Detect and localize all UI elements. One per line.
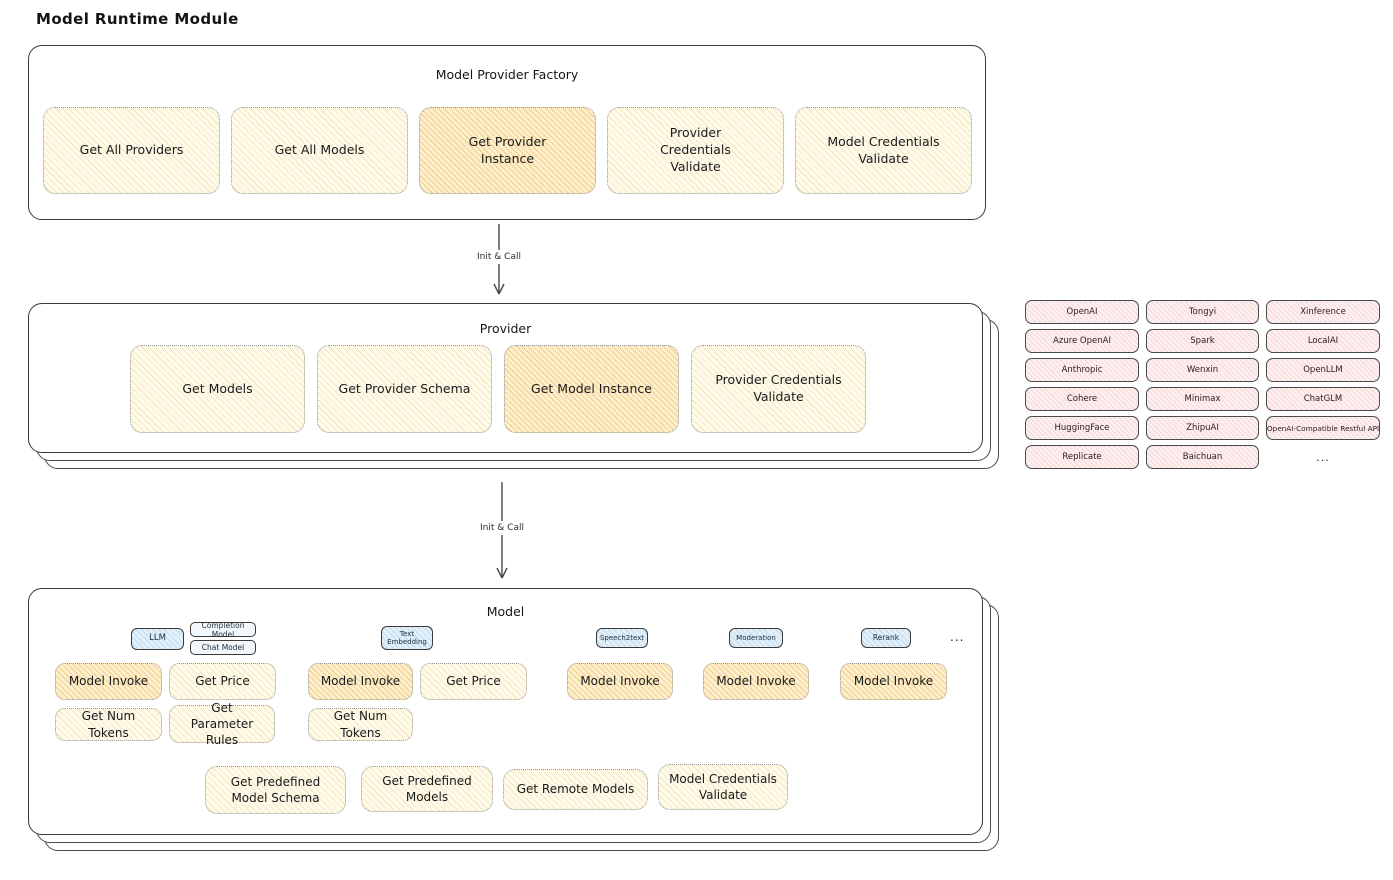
provider-title: Provider bbox=[479, 321, 532, 336]
provider-item-xinference: Xinference bbox=[1266, 300, 1380, 324]
card-get-predefined-models: Get Predefined Models bbox=[361, 766, 493, 812]
card-provider-credentials-validate-2: Provider Credentials Validate bbox=[691, 345, 866, 433]
card-get-models: Get Models bbox=[130, 345, 305, 433]
provider-item-cohere: Cohere bbox=[1025, 387, 1139, 411]
provider-item-spark: Spark bbox=[1146, 329, 1259, 353]
provider-item-openai: OpenAI bbox=[1025, 300, 1139, 324]
provider-item-openai-compatible-restful-api: OpenAI-Compatible Restful API bbox=[1266, 416, 1380, 440]
card-get-predefined-model-schema: Get Predefined Model Schema bbox=[205, 766, 346, 814]
provider-item-chatglm: ChatGLM bbox=[1266, 387, 1380, 411]
provider-item-anthropic: Anthropic bbox=[1025, 358, 1139, 382]
model-title: Model bbox=[486, 604, 525, 619]
card-get-provider-schema: Get Provider Schema bbox=[317, 345, 492, 433]
card-get-all-providers: Get All Providers bbox=[43, 107, 220, 194]
tag-rerank: Rerank bbox=[861, 628, 911, 648]
card-get-price-text-embedding: Get Price bbox=[420, 663, 527, 700]
card-get-model-instance: Get Model Instance bbox=[504, 345, 679, 433]
card-model-invoke-llm: Model Invoke bbox=[55, 663, 162, 700]
tag-moderation: Moderation bbox=[729, 628, 783, 648]
card-get-num-tokens-llm: Get Num Tokens bbox=[55, 708, 162, 741]
provider-item-localai: LocalAI bbox=[1266, 329, 1380, 353]
arrow-label-init-call-2: Init & Call bbox=[462, 521, 542, 535]
card-get-provider-instance: Get Provider Instance bbox=[419, 107, 596, 194]
card-model-invoke-text-embedding: Model Invoke bbox=[308, 663, 413, 700]
provider-list: OpenAI Tongyi Xinference Azure OpenAI Sp… bbox=[1025, 300, 1380, 469]
provider-item-zhipuai: ZhipuAI bbox=[1146, 416, 1259, 440]
provider-item-huggingface: HuggingFace bbox=[1025, 416, 1139, 440]
provider-item-baichuan: Baichuan bbox=[1146, 445, 1259, 469]
card-model-invoke-moderation: Model Invoke bbox=[703, 663, 809, 700]
factory-title: Model Provider Factory bbox=[435, 67, 579, 82]
arrow-label-init-call-1: Init & Call bbox=[459, 250, 539, 264]
card-model-invoke-rerank: Model Invoke bbox=[840, 663, 947, 700]
provider-item-openllm: OpenLLM bbox=[1266, 358, 1380, 382]
card-model-invoke-speech2text: Model Invoke bbox=[567, 663, 673, 700]
card-get-num-tokens-text-embedding: Get Num Tokens bbox=[308, 708, 413, 741]
card-model-credentials-validate-2: Model Credentials Validate bbox=[658, 764, 788, 810]
tag-text-embedding: Text Embedding bbox=[381, 626, 433, 650]
provider-item-minimax: Minimax bbox=[1146, 387, 1259, 411]
card-get-parameter-rules: Get Parameter Rules bbox=[169, 701, 275, 747]
provider-item-tongyi: Tongyi bbox=[1146, 300, 1259, 324]
card-provider-credentials-validate: Provider Credentials Validate bbox=[607, 107, 784, 194]
tag-completion-model: Completion Model bbox=[190, 621, 256, 639]
card-get-price-llm: Get Price bbox=[169, 663, 276, 700]
card-get-all-models: Get All Models bbox=[231, 107, 408, 194]
tag-llm: LLM bbox=[131, 628, 184, 650]
tag-chat-model: Chat Model bbox=[190, 640, 256, 655]
tag-speech2text: Speech2text bbox=[596, 628, 648, 648]
provider-list-more-ellipsis: ... bbox=[1316, 450, 1330, 464]
page-title: Model Runtime Module bbox=[36, 10, 239, 28]
card-get-remote-models: Get Remote Models bbox=[503, 769, 648, 810]
provider-item-replicate: Replicate bbox=[1025, 445, 1139, 469]
model-more-ellipsis: ... bbox=[950, 630, 965, 644]
provider-item-wenxin: Wenxin bbox=[1146, 358, 1259, 382]
card-model-credentials-validate: Model Credentials Validate bbox=[795, 107, 972, 194]
provider-item-azure-openai: Azure OpenAI bbox=[1025, 329, 1139, 353]
